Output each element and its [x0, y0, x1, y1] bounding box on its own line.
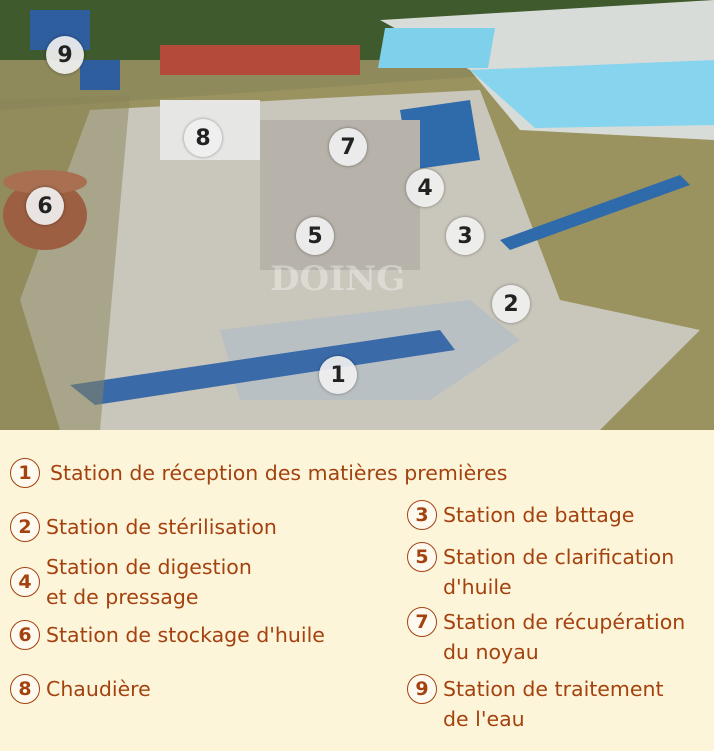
- marker-5: 5: [296, 217, 334, 255]
- legend-label: Chaudière: [46, 677, 151, 701]
- legend-item-1: 1 Station de réception des matières premi…: [10, 458, 507, 488]
- plant-layout-illustration: DOING: [0, 0, 714, 430]
- marker-6: 6: [26, 187, 64, 225]
- number-badge: 1: [10, 458, 40, 488]
- number-badge: 8: [10, 674, 40, 704]
- warehouse: [160, 45, 360, 75]
- number-badge: 5: [407, 542, 437, 572]
- marker-1: 1: [319, 356, 357, 394]
- legend-label: Station de battage: [443, 503, 635, 527]
- watermark: DOING: [270, 259, 405, 299]
- legend-label: Station de réception des matières premiè…: [50, 461, 508, 485]
- number-badge: 6: [10, 620, 40, 650]
- number-badge: 3: [407, 500, 437, 530]
- number-badge: 9: [407, 674, 437, 704]
- marker-8: 8: [184, 119, 222, 157]
- marker-3: 3: [446, 217, 484, 255]
- legend-label: Station de récupération du noyau: [443, 610, 686, 664]
- marker-9: 9: [46, 36, 84, 74]
- marker-4: 4: [406, 169, 444, 207]
- number-badge: 2: [10, 512, 40, 542]
- conveyor: [500, 175, 690, 250]
- legend-label: Station de traitement de l'eau: [443, 677, 664, 731]
- number-badge: 7: [407, 607, 437, 637]
- marker-7: 7: [329, 128, 367, 166]
- legend-label: Station de stockage d'huile: [46, 623, 325, 647]
- reception-shed: [70, 330, 455, 405]
- legend-label: Station de clarification d'huile: [443, 545, 675, 599]
- marker-2: 2: [492, 285, 530, 323]
- number-badge: 4: [10, 567, 40, 597]
- legend: 1 Station de réception des matières premi…: [0, 430, 714, 751]
- legend-label: Station de stérilisation: [46, 515, 277, 539]
- legend-label: Station de digestion et de pressage: [46, 555, 252, 609]
